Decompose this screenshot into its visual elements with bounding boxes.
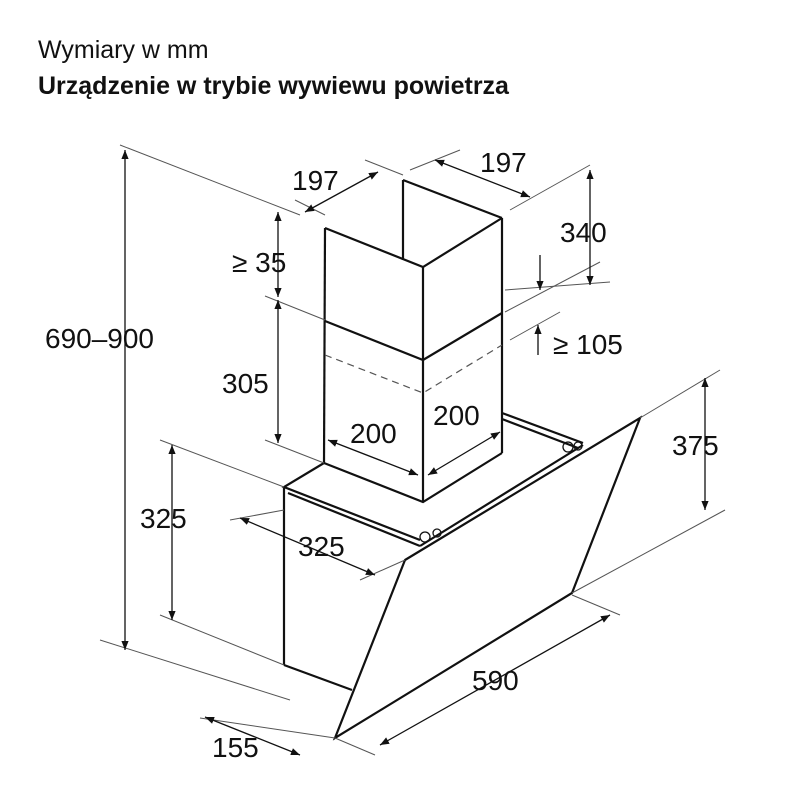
label-duct-width: 197	[480, 147, 527, 178]
label-glass-height: 375	[672, 430, 719, 461]
label-min-gap: ≥ 105	[553, 329, 623, 360]
label-total-height: 690–900	[45, 323, 154, 354]
title: Urządzenie w trybie wywiewu powietrza	[38, 72, 509, 100]
label-width: 590	[472, 665, 519, 696]
label-bottom-depth: 155	[212, 732, 259, 763]
label-duct-lower: 305	[222, 368, 269, 399]
label-min-overlap: ≥ 35	[232, 247, 286, 278]
label-duct-inner-depth: 200	[350, 418, 397, 449]
label-duct-inner-width: 200	[433, 400, 480, 431]
chimney	[322, 178, 504, 504]
label-body-depth: 325	[298, 531, 345, 562]
hood-body	[281, 411, 643, 741]
subtitle: Wymiary w mm	[38, 36, 209, 64]
label-duct-upper: 340	[560, 217, 607, 248]
label-body-height: 325	[140, 503, 187, 534]
label-duct-depth: 197	[292, 165, 339, 196]
